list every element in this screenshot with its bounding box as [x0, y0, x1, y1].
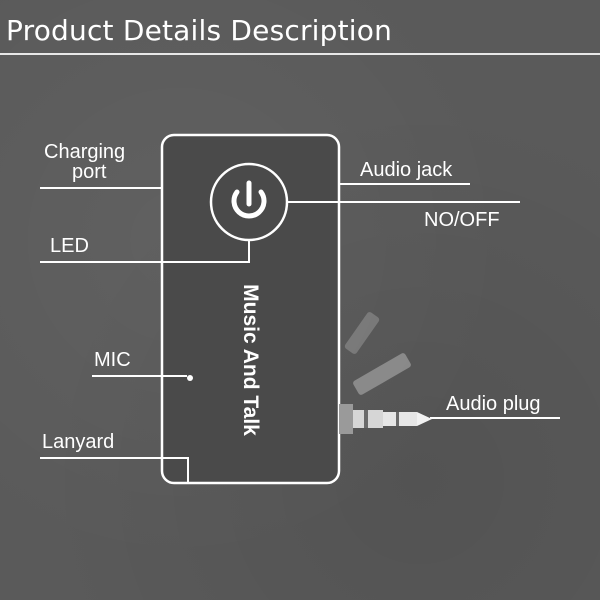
audio-plug [339, 404, 432, 434]
led-leader [40, 240, 250, 263]
power-icon [231, 180, 267, 219]
charging-port-label-line1: Charging [44, 141, 126, 163]
mic-dot [187, 375, 193, 381]
lanyard-label: Lanyard [42, 431, 115, 453]
plug-ghost-upper [344, 312, 380, 354]
mic-label: MIC [94, 349, 131, 371]
on-off-label: NO/OFF [424, 209, 500, 231]
audio-jack-label: Audio jack [360, 159, 453, 181]
page-title: Product Details Description [6, 14, 393, 47]
plug-ghost-middle [353, 353, 411, 395]
device-body [160, 133, 341, 485]
led-label: LED [50, 235, 89, 257]
title-divider [0, 53, 600, 55]
charging-port-label-line2: port [72, 161, 107, 183]
device-brand-text: Music And Talk [239, 284, 262, 436]
lanyard-hook [178, 457, 189, 483]
audio-plug-label: Audio plug [446, 393, 541, 415]
